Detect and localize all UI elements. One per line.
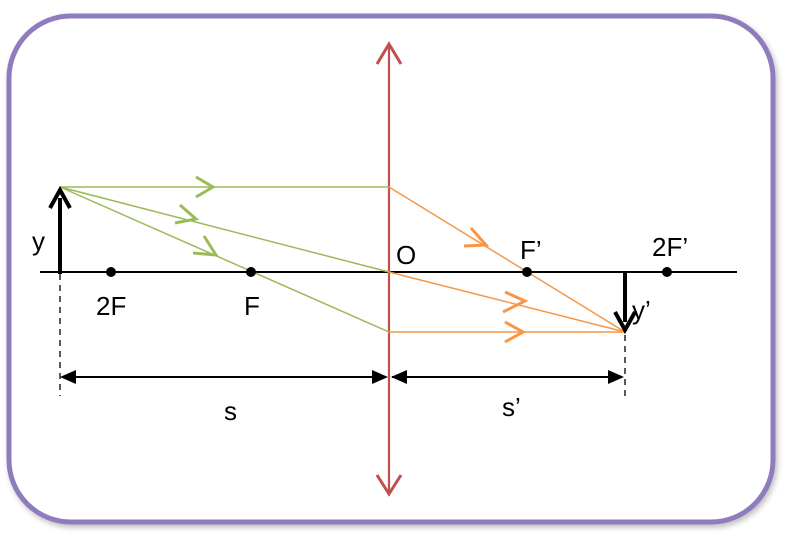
refracted-rays [388, 186, 626, 344]
label-object-distance: s [224, 396, 237, 426]
label-2f: 2F [96, 291, 126, 321]
image-arrow [613, 272, 637, 335]
image-distance-dimension [391, 370, 624, 384]
arrowhead-icon [192, 235, 219, 257]
point-f [246, 267, 256, 277]
label-center: O [396, 240, 416, 270]
refracted-ray-through-center [388, 271, 626, 333]
label-2f-prime: 2F’ [652, 232, 688, 262]
label-image-height: y’ [632, 295, 651, 325]
image-arrow-head [613, 311, 637, 335]
arrowhead-icon [608, 370, 624, 384]
arrowhead-icon [174, 203, 200, 225]
point-f-prime [522, 267, 532, 277]
lens-bottom-arrowhead [375, 474, 403, 497]
lens [375, 41, 403, 497]
point-2f [106, 267, 116, 277]
arrowhead-icon [372, 370, 388, 384]
label-f-prime: F’ [520, 235, 542, 265]
label-image-distance: s’ [502, 392, 521, 422]
object-arrow [48, 185, 72, 274]
arrowhead-icon [502, 290, 529, 314]
object-arrow-head [48, 185, 72, 209]
arrowhead-icon [463, 227, 490, 248]
incident-ray-through-focus [59, 186, 390, 333]
arrowhead-icon [391, 370, 407, 384]
object-distance-dimension [60, 370, 388, 384]
incident-ray-through-center [59, 186, 390, 273]
refracted-ray-through-focus [388, 186, 626, 333]
arrowhead-icon [60, 370, 76, 384]
frame [6, 13, 776, 525]
arrowhead-icon [504, 320, 527, 344]
point-2f-prime [662, 267, 672, 277]
label-object-height: y [32, 226, 45, 256]
incident-rays [59, 175, 390, 333]
lens-top-arrowhead [375, 41, 403, 65]
label-f: F [244, 291, 260, 321]
arrowhead-icon [195, 175, 216, 199]
